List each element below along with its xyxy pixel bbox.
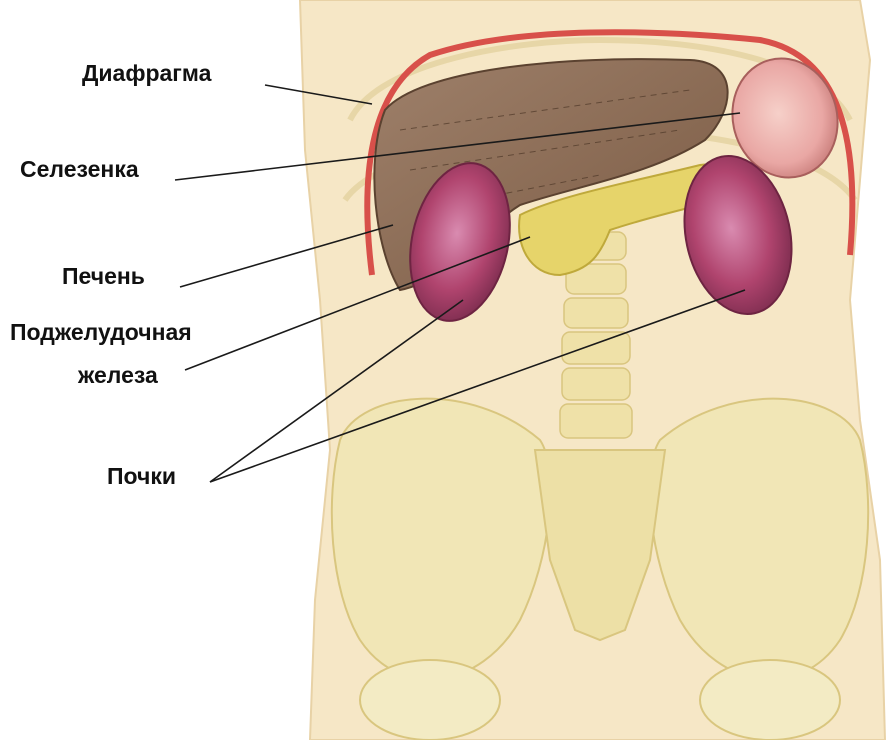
label-pancreas-line2: железа xyxy=(78,362,158,388)
label-kidneys: Почки xyxy=(107,463,176,489)
label-pancreas-line1: Поджелудочная xyxy=(10,319,192,345)
label-diaphragm: Диафрагма xyxy=(82,60,211,86)
label-liver: Печень xyxy=(62,263,145,289)
label-spleen: Селезенка xyxy=(20,156,139,182)
